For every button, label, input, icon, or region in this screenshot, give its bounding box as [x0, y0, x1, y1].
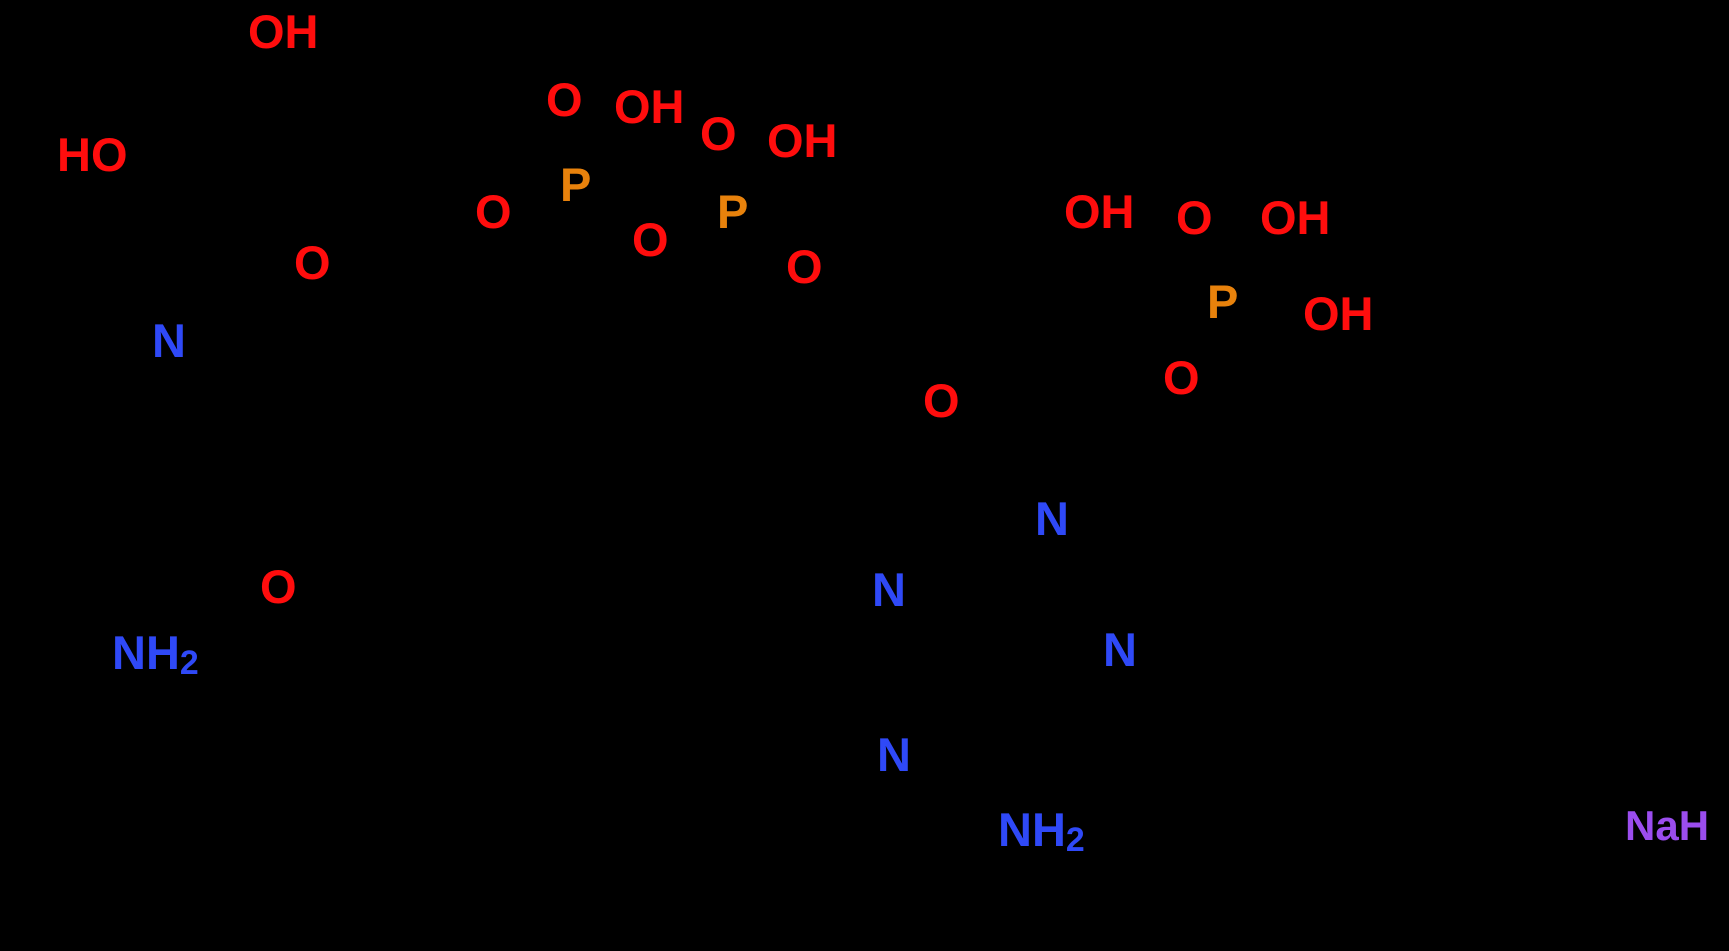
atom-label-p-19: P — [1207, 275, 1239, 328]
bond — [1105, 373, 1188, 408]
atom-label-oh-18: OH — [1260, 191, 1331, 244]
bond — [417, 101, 506, 207]
bond — [162, 19, 293, 58]
atom-label-o-3: O — [546, 73, 583, 126]
bond — [1224, 297, 1308, 317]
bond — [899, 557, 948, 580]
atom-label-o-5: O — [700, 107, 737, 160]
bond — [887, 595, 899, 723]
atom-subscript: 2 — [179, 643, 199, 682]
atom-symbol: NH — [112, 626, 180, 679]
bond — [127, 145, 203, 258]
bond — [577, 177, 658, 236]
bond — [173, 252, 203, 333]
bond — [500, 177, 583, 207]
bond — [719, 137, 739, 215]
bond — [803, 260, 873, 333]
bond — [733, 149, 796, 215]
atom-label-n-26: N — [877, 728, 911, 781]
bond — [577, 115, 643, 183]
atom-label-n-13: N — [152, 314, 186, 367]
atom-label-n-23: N — [1035, 492, 1069, 545]
atom-label-o-11: O — [786, 240, 823, 293]
bond — [173, 349, 183, 473]
bond — [127, 19, 168, 151]
bond — [1069, 402, 1111, 503]
bond — [565, 101, 583, 183]
atom-label-p-7: P — [560, 158, 592, 211]
bond — [1224, 225, 1291, 303]
atom-label-nh2-27: NH2 — [998, 803, 1085, 857]
bond — [907, 749, 1023, 793]
atom-label-nah-28: NaH — [1625, 802, 1710, 849]
bond — [1182, 297, 1230, 379]
bond — [942, 509, 1063, 563]
bond — [577, 101, 594, 181]
bond — [287, 52, 423, 107]
atom-label-nh2-15: NH2 — [112, 626, 199, 680]
bond — [197, 252, 321, 265]
bond — [247, 582, 281, 603]
atom-label-ho-2: HO — [57, 128, 128, 181]
bond — [315, 101, 423, 265]
atom-label-p-9: P — [717, 185, 749, 238]
atom-label-o-12: O — [294, 236, 331, 289]
bond — [731, 135, 750, 213]
atom-label-oh-1: OH — [248, 5, 319, 58]
bond — [652, 209, 739, 236]
atom-label-o-22: O — [923, 374, 960, 427]
bond — [867, 327, 948, 401]
bond — [1017, 787, 1033, 803]
atom-label-o-10: O — [632, 213, 669, 266]
bond — [1027, 229, 1093, 348]
atom-label-o-21: O — [1163, 351, 1200, 404]
atom-label-oh-6: OH — [767, 114, 838, 167]
bond — [172, 597, 253, 643]
bond — [1202, 223, 1230, 303]
bond — [942, 395, 1003, 473]
bond — [1027, 342, 1111, 408]
bond — [1017, 717, 1103, 793]
bond — [1057, 515, 1113, 603]
atom-label-n-24: N — [872, 563, 906, 616]
atom-label-n-25: N — [1103, 623, 1137, 676]
atom-label-oh-16: OH — [1064, 185, 1135, 238]
atom-label-o-14: O — [260, 560, 297, 613]
bond — [1097, 645, 1113, 723]
bond — [733, 209, 809, 266]
bond — [1191, 219, 1219, 296]
bond — [997, 467, 1063, 515]
atom-label-o-8: O — [475, 185, 512, 238]
atom-subscript: 2 — [1065, 820, 1085, 859]
atom-symbol: NH — [998, 803, 1066, 856]
atom-label-oh-20: OH — [1303, 287, 1374, 340]
bond — [177, 467, 193, 558]
atom-label-o-17: O — [1176, 191, 1213, 244]
atom-label-oh-4: OH — [614, 80, 685, 133]
bond — [187, 552, 253, 603]
bond — [942, 342, 1033, 401]
